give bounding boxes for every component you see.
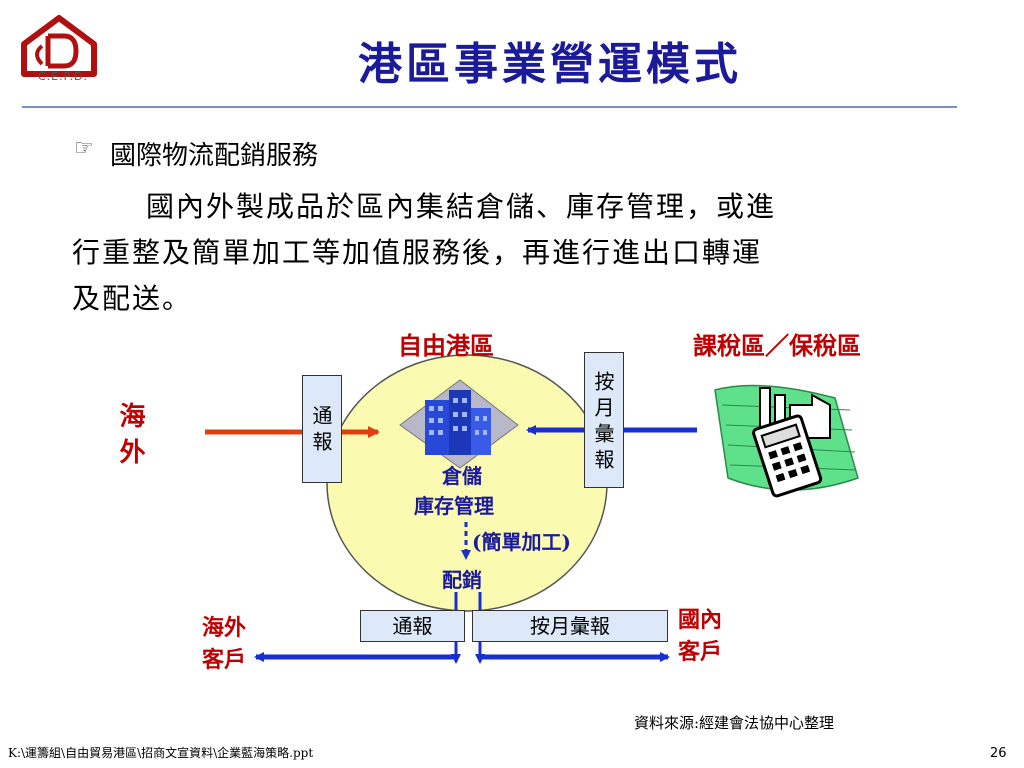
monthly-report-box-right: 按月彙報 xyxy=(584,352,624,488)
pointing-hand-icon: ☞ xyxy=(74,136,94,161)
distribution-label: 配銷 xyxy=(442,568,482,592)
free-port-label: 自由港區 xyxy=(398,331,494,360)
bottom-monthly-report-box: 按月彙報 xyxy=(472,610,668,642)
logo-text: C.E.P.D. xyxy=(37,70,88,83)
page-title: 港區事業營運模式 xyxy=(358,39,742,90)
source-note: 資料來源:經建會法協中心整理 xyxy=(634,714,835,732)
bottom-notify-box: 通報 xyxy=(360,610,465,642)
paragraph-line-2: 行重整及簡單加工等加值服務後，再進行進出口轉運 xyxy=(72,236,763,269)
taxed-zone-label: 課稅區／保稅區 xyxy=(693,331,861,360)
page-number: 26 xyxy=(990,746,1007,761)
domestic-customer-label: 國內客戶 xyxy=(678,607,723,665)
center-processing-label: (簡單加工) xyxy=(472,530,571,554)
bullet-heading: 國際物流配銷服務 xyxy=(110,141,319,171)
overseas-customer-label: 海外客戶 xyxy=(202,615,247,673)
cepd-logo xyxy=(21,15,97,77)
overseas-label: 海外 xyxy=(115,402,145,474)
center-storage-label: 倉儲 xyxy=(442,464,482,488)
notify-box-left: 通報 xyxy=(302,375,342,483)
factory-calculator-icon xyxy=(714,384,859,498)
description-paragraph: 國內外製成品於區內集結倉儲、庫存管理，或進 行重整及簡單加工等加值服務後，再進行… xyxy=(72,184,932,322)
paragraph-line-3: 及配送。 xyxy=(72,282,193,315)
warehouse-building-icon xyxy=(399,379,519,469)
file-path: K:\運籌組\自由貿易港區\招商文宣資料\企業藍海策略.ppt xyxy=(8,746,314,760)
center-inventory-label: 庫存管理 xyxy=(414,494,494,518)
paragraph-line-1: 國內外製成品於區內集結倉儲、庫存管理，或進 xyxy=(146,190,777,223)
title-divider xyxy=(22,106,957,108)
